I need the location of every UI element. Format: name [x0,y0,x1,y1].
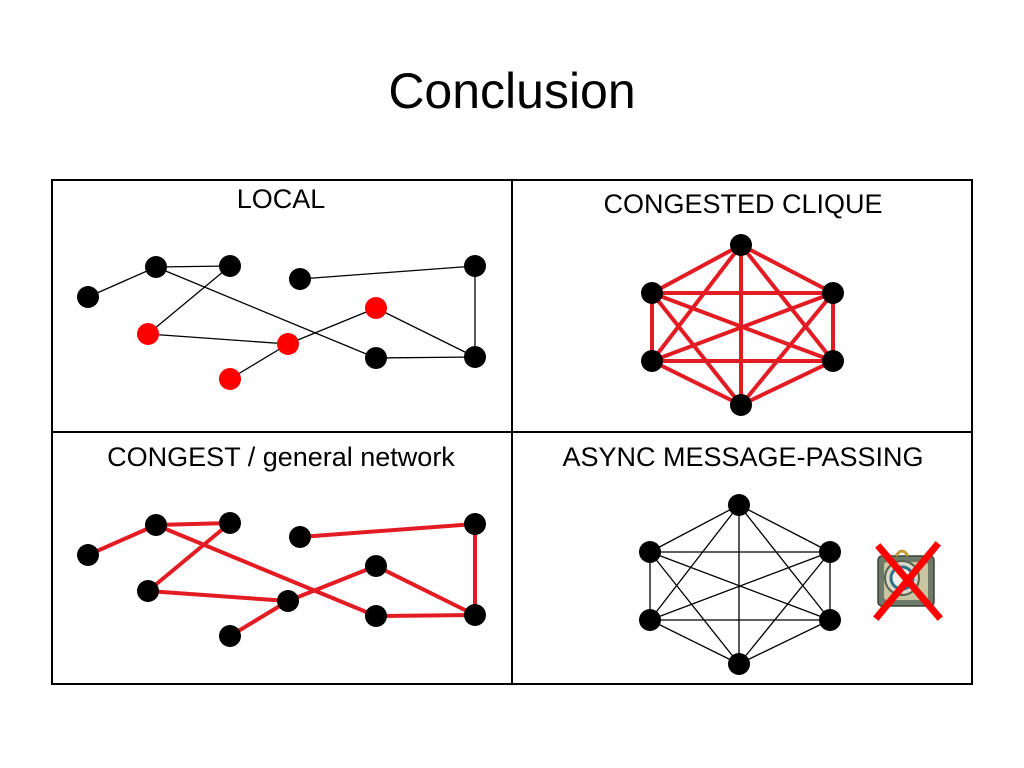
slide-title: Conclusion [388,63,636,119]
grid-divider-horizontal [51,431,973,433]
quadrant-label-local: LOCAL [236,184,326,214]
quadrant-label-congest: CONGEST / general network [107,442,455,472]
quadrant-label-async: ASYNC MESSAGE-PASSING [562,442,924,472]
quadrant-label-congested-clique: CONGESTED CLIQUE [603,189,883,219]
